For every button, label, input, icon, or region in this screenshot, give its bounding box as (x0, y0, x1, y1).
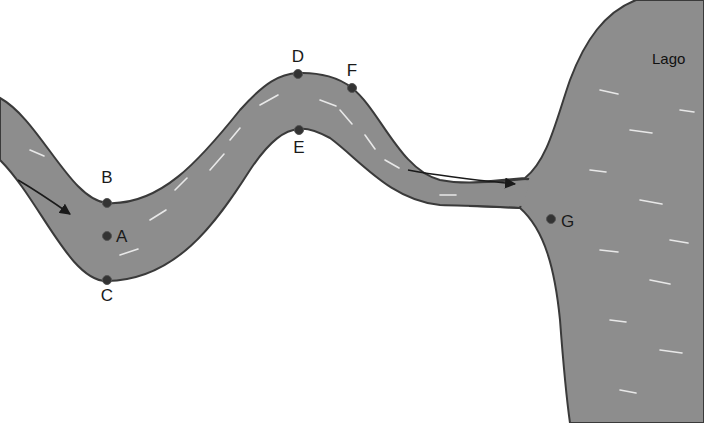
point-label: D (292, 48, 304, 65)
point-label: A (116, 228, 127, 245)
point-label: E (293, 139, 304, 156)
point-label: C (101, 287, 113, 304)
region-label: Lago (652, 51, 685, 66)
flow-arrow (18, 180, 70, 214)
flow-arrow (408, 170, 515, 184)
point-dots (103, 70, 556, 285)
river-shape (0, 73, 528, 281)
point-label: F (347, 62, 357, 79)
point-label: G (561, 213, 574, 230)
lake-shape (470, 0, 704, 423)
river-mouth (468, 180, 530, 206)
point-label: B (101, 169, 112, 186)
water-ripples (30, 90, 694, 393)
